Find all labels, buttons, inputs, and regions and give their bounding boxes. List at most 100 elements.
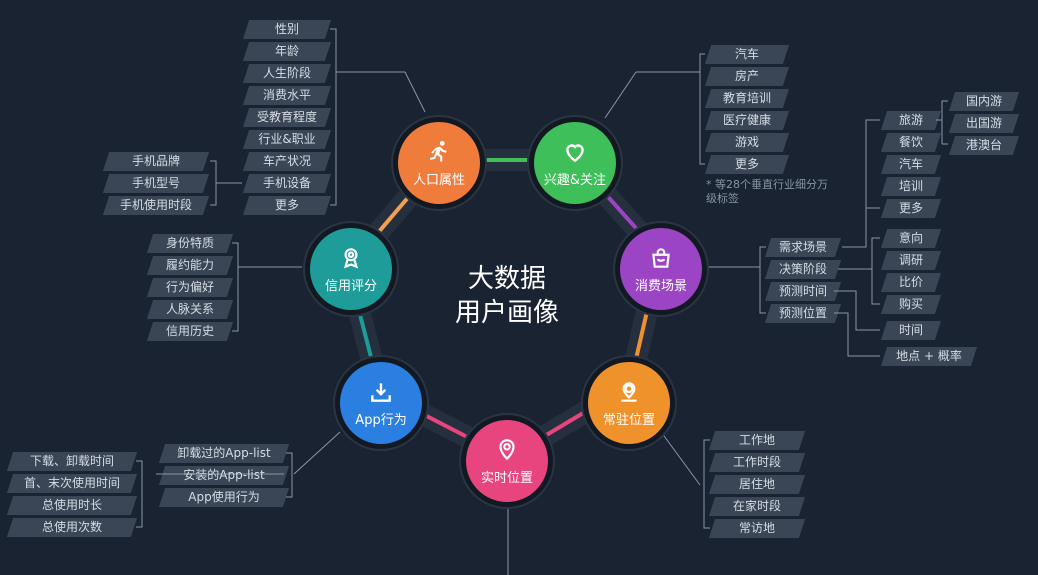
tag-item: 更多: [246, 196, 328, 215]
tag-item: 需求场景: [768, 238, 838, 257]
tag-label: 预测位置: [778, 306, 827, 320]
tag-label: 预测时间: [778, 284, 827, 298]
tag-label: 首、末次使用时间: [23, 476, 120, 490]
tag-item: 行业&职业: [246, 130, 328, 149]
tag-label: 旅游: [898, 113, 923, 127]
tag-item: 人生阶段: [246, 64, 328, 83]
tag-label: 培训: [898, 179, 923, 193]
center-title: 大数据 用户画像: [432, 262, 582, 330]
tag-label: 在家时段: [732, 499, 781, 513]
center-title-line2: 用户画像: [454, 298, 559, 328]
tag-label: 餐饮: [898, 135, 923, 149]
tag-item: 餐饮: [884, 133, 938, 152]
tag-label: 手机使用时段: [119, 198, 192, 212]
tag-label: 意向: [898, 231, 923, 245]
tag-label: 房产: [734, 69, 759, 83]
tag-item: 调研: [884, 251, 938, 270]
tag-item: 首、末次使用时间: [10, 474, 134, 493]
tag-item: 下载、卸载时间: [10, 452, 134, 471]
tag-item: 预测位置: [768, 304, 838, 323]
tag-label: 购买: [898, 297, 923, 311]
tag-label: 港澳台: [965, 138, 1002, 152]
tag-label: 需求场景: [778, 240, 827, 254]
tag-label: 更多: [898, 201, 923, 215]
node-demographic[interactable]: 人口属性: [398, 122, 480, 204]
tag-item: App使用行为: [162, 488, 286, 507]
tag-label: 国内游: [965, 94, 1002, 108]
tag-item: 更多: [884, 199, 938, 218]
tag-item: 性别: [246, 20, 328, 39]
tag-label: 居住地: [738, 477, 775, 491]
tag-item: 履约能力: [150, 256, 230, 275]
tag-label: 地点 + 概率: [896, 349, 962, 363]
tag-label: 行业&职业: [258, 132, 316, 146]
location-pin-icon: [499, 438, 515, 460]
tag-item: 身份特质: [150, 234, 230, 253]
tag-label: 更多: [274, 198, 299, 212]
center-title-line1: 大数据: [467, 264, 546, 294]
tag-item: 国内游: [952, 92, 1016, 111]
tag-label: 行为偏好: [165, 280, 214, 294]
node-consume[interactable]: 消费场景: [620, 228, 702, 310]
tag-item: 常访地: [712, 519, 802, 538]
node-consume-label: 消费场景: [634, 278, 687, 294]
tag-label: 身份特质: [165, 236, 214, 250]
shopping-bag-icon: [652, 247, 670, 268]
node-realtime-label: 实时位置: [480, 470, 533, 486]
tag-label: 履约能力: [165, 258, 214, 272]
tag-item: 总使用时长: [10, 496, 134, 515]
node-realtime[interactable]: 实时位置: [466, 420, 548, 502]
tag-label: 车产状况: [262, 154, 311, 168]
tag-item: 更多: [708, 155, 786, 174]
tag-item: 港澳台: [952, 136, 1016, 155]
tag-label: 手机设备: [262, 176, 311, 190]
tag-label: 汽车: [734, 47, 759, 61]
tag-item: 手机设备: [246, 174, 328, 193]
tag-item: 工作地: [712, 431, 802, 450]
node-interest[interactable]: 兴趣&关注: [534, 122, 616, 204]
tag-label: 性别: [274, 22, 299, 36]
map-pin-icon: [621, 381, 637, 402]
tag-item: 预测时间: [768, 282, 838, 301]
tag-item: 在家时段: [712, 497, 802, 516]
tag-label: 工作地: [738, 433, 775, 447]
tag-item: 安装的App-list: [162, 466, 286, 485]
tag-label: 调研: [898, 253, 923, 267]
tag-label: 总使用次数: [41, 520, 102, 534]
tag-item: 卸载过的App-list: [162, 444, 286, 463]
tag-item: 工作时段: [712, 453, 802, 472]
award-badge-icon: [343, 247, 359, 268]
tag-item: 购买: [884, 295, 938, 314]
tag-item: 意向: [884, 229, 938, 248]
download-tray-icon: [371, 382, 391, 402]
tag-item: 时间: [884, 321, 938, 340]
tag-label: 安装的App-list: [183, 468, 265, 482]
tag-label: 总使用时长: [41, 498, 102, 512]
tag-label: 医疗健康: [722, 113, 771, 127]
tag-label: 工作时段: [732, 455, 781, 469]
tag-label: 手机型号: [131, 176, 180, 190]
tag-label: 受教育程度: [256, 110, 317, 124]
node-resident-label: 常驻位置: [602, 412, 655, 428]
tag-label: 常访地: [738, 521, 775, 535]
node-resident[interactable]: 常驻位置: [588, 362, 670, 444]
tag-item: 居住地: [712, 475, 802, 494]
interest-note: * 等28个垂直行业细分万级标签: [706, 178, 828, 205]
tag-item: 培训: [884, 177, 938, 196]
node-interest-label: 兴趣&关注: [543, 172, 607, 188]
tag-item: 行为偏好: [150, 278, 230, 297]
tag-label: 决策阶段: [778, 262, 827, 276]
node-credit[interactable]: 信用评分: [310, 228, 392, 310]
tag-label: 教育培训: [722, 91, 771, 105]
tag-item: 比价: [884, 273, 938, 292]
tag-label: 手机品牌: [131, 154, 180, 168]
tag-label: 人生阶段: [262, 66, 311, 80]
tag-label: 人脉关系: [165, 302, 214, 316]
tag-item: 手机品牌: [106, 152, 206, 171]
tag-item: 年龄: [246, 42, 328, 61]
node-app[interactable]: App行为: [340, 362, 422, 444]
tag-item: 地点 + 概率: [884, 347, 974, 366]
tag-item: 出国游: [952, 114, 1016, 133]
node-demographic-label: 人口属性: [412, 172, 465, 188]
